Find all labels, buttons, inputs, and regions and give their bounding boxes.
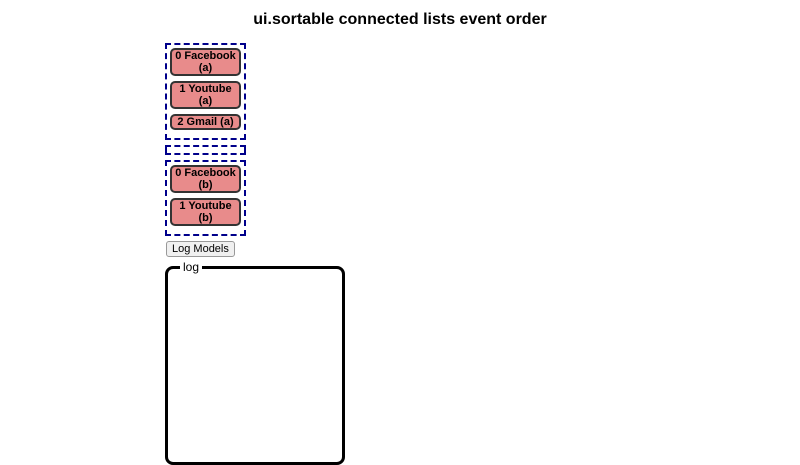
sortable-item-facebook-b[interactable]: 0 Facebook (b): [170, 165, 241, 193]
sortable-item-youtube-a[interactable]: 1 Youtube (a): [170, 81, 241, 109]
log-legend: log: [183, 260, 200, 274]
log-fieldset: log: [165, 260, 345, 465]
log-output: [174, 280, 336, 290]
sortable-list-a[interactable]: 0 Facebook (a) 1 Youtube (a) 2 Gmail (a): [165, 43, 246, 140]
log-models-button[interactable]: Log Models: [166, 241, 235, 257]
sortable-list-empty[interactable]: [165, 145, 246, 155]
sortable-list-b[interactable]: 0 Facebook (b) 1 Youtube (b): [165, 160, 246, 236]
sortable-item-facebook-a[interactable]: 0 Facebook (a): [170, 48, 241, 76]
sortable-item-gmail-a[interactable]: 2 Gmail (a): [170, 114, 241, 130]
demo-column: 0 Facebook (a) 1 Youtube (a) 2 Gmail (a)…: [165, 43, 365, 465]
sortable-item-youtube-b[interactable]: 1 Youtube (b): [170, 198, 241, 226]
page-title: ui.sortable connected lists event order: [253, 11, 547, 28]
